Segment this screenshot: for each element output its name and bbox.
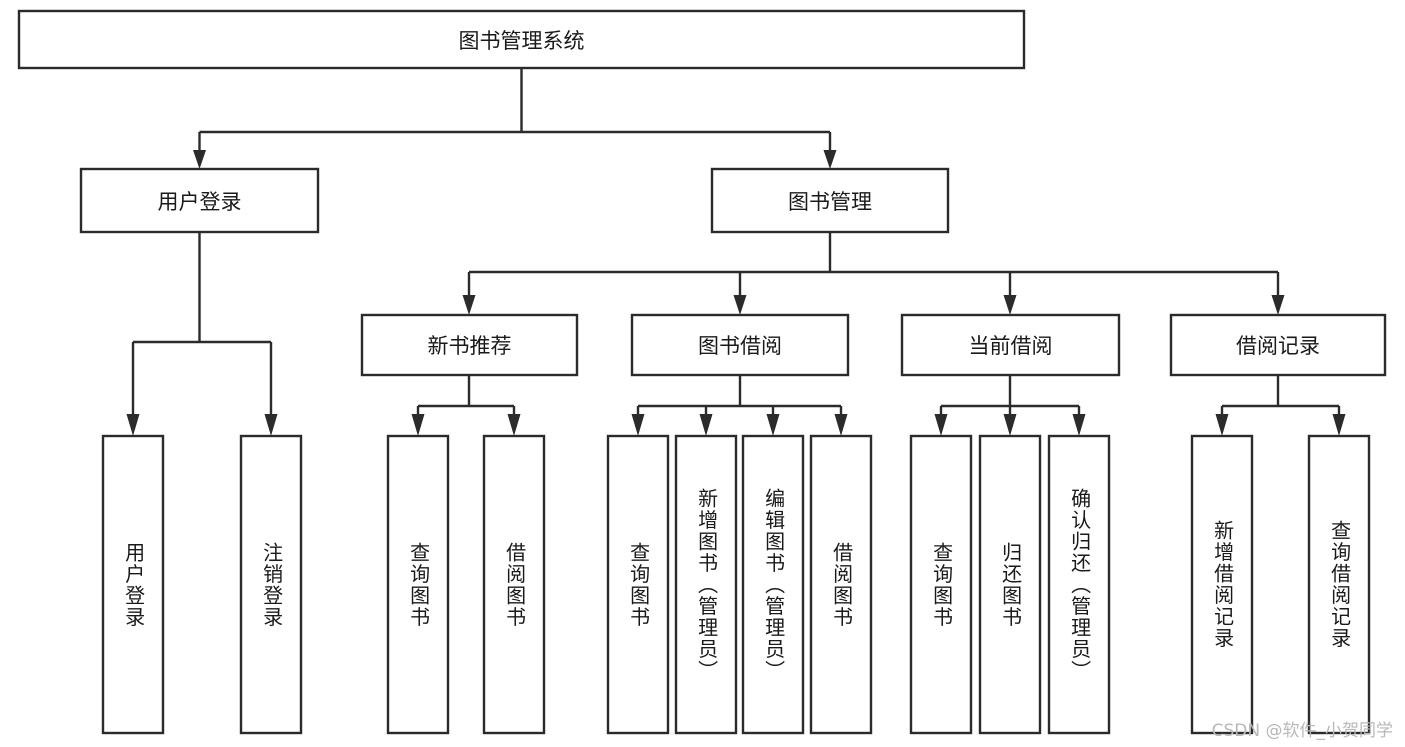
node-leaf-add-book[interactable] <box>674 434 738 735</box>
connectors-userlogin-to-leaves <box>126 232 278 436</box>
node-current-borrow[interactable] <box>900 313 1121 377</box>
arrowhead-cb2 <box>1003 414 1017 436</box>
arrowhead-currentborrow <box>1003 295 1017 315</box>
arrowhead-br1 <box>1215 414 1229 436</box>
arrowhead-leaf-logout <box>264 414 278 436</box>
node-leaf-borrow-book-2[interactable] <box>809 434 873 735</box>
connectors-bookmgmt-to-level3 <box>462 233 1285 315</box>
arrowhead-newbook <box>462 295 476 315</box>
csdn-watermark: CSDN @软件_小贺同学 <box>1211 721 1393 741</box>
arrowhead-book-management <box>823 150 837 169</box>
node-new-book-recommend[interactable] <box>360 313 579 377</box>
arrowhead-bb4 <box>834 414 848 436</box>
node-borrow-record[interactable] <box>1169 313 1387 377</box>
arrowhead-nb1 <box>411 414 425 436</box>
arrowhead-leaf-user-login <box>126 414 140 436</box>
node-leaf-edit-book[interactable] <box>741 434 805 735</box>
arrowhead-cb3 <box>1072 414 1086 436</box>
arrowhead-bb1 <box>631 414 645 436</box>
node-leaf-confirm-return[interactable] <box>1047 434 1111 735</box>
node-leaf-borrow-book-1[interactable] <box>482 434 546 735</box>
arrowhead-cb1 <box>934 414 948 436</box>
node-book-borrow[interactable] <box>630 313 850 377</box>
arrowhead-bb3 <box>766 414 780 436</box>
node-leaf-query-book-1[interactable] <box>386 434 450 735</box>
connectors-newbook-to-leaves <box>411 375 521 436</box>
connectors-root-to-level2 <box>193 68 837 169</box>
node-leaf-query-book-3[interactable] <box>909 434 973 735</box>
node-leaf-query-book-2[interactable] <box>606 434 670 735</box>
node-leaf-query-record[interactable] <box>1307 434 1371 735</box>
connectors-bookborrow-to-leaves <box>631 375 848 436</box>
node-leaf-return-book[interactable] <box>978 434 1042 735</box>
node-book-management[interactable] <box>710 167 950 234</box>
arrowhead-user-login <box>193 150 206 169</box>
arrowhead-bookborrow <box>733 295 747 315</box>
node-leaf-user-login[interactable] <box>101 434 165 735</box>
node-user-login[interactable] <box>79 167 320 234</box>
node-root[interactable] <box>17 9 1026 70</box>
connectors-currentborrow-to-leaves <box>934 375 1086 436</box>
arrowhead-nb2 <box>507 414 521 436</box>
arrowhead-borrowrecord <box>1271 295 1285 315</box>
arrowhead-bb2 <box>699 414 713 436</box>
arrowhead-br2 <box>1332 414 1346 436</box>
node-leaf-logout-login[interactable] <box>239 434 303 735</box>
node-leaf-add-record[interactable] <box>1190 434 1254 735</box>
connectors-borrowrecord-to-leaves <box>1215 375 1346 436</box>
